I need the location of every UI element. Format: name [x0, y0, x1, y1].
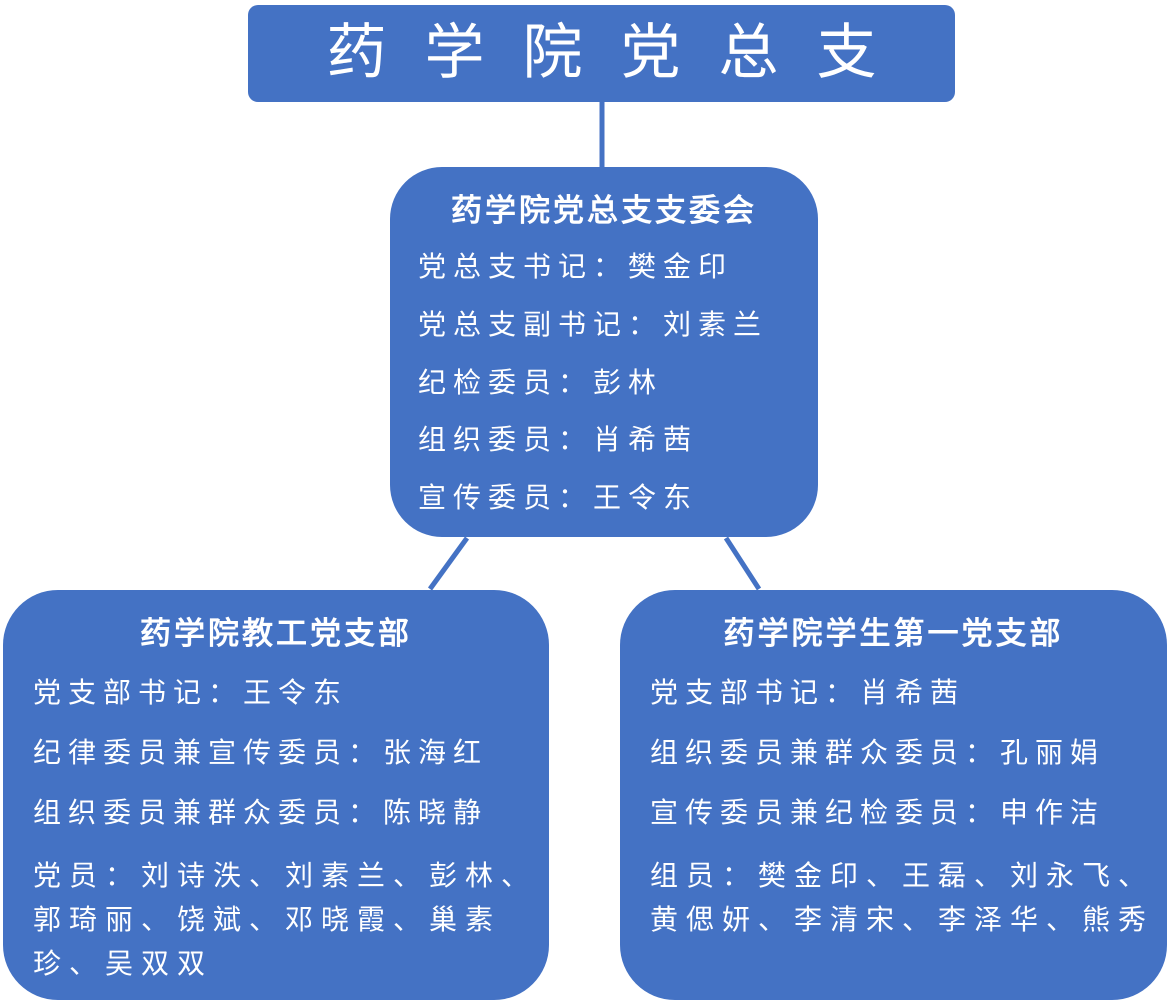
faculty-branch-members: 党员：刘诗泆、刘素兰、彭林、郭琦丽、饶斌、邓晓霞、巢素珍、吴双双: [33, 859, 538, 980]
committee-line: 党总支书记：樊金印: [418, 250, 734, 283]
faculty-branch-node: 药学院教工党支部 党支部书记：王令东 纪律委员兼宣传委员：张海红 组织委员兼群众…: [3, 590, 549, 1000]
faculty-branch-line: 纪律委员兼宣传委员：张海红: [33, 736, 489, 769]
student-branch-line: 党支部书记：肖希茜: [650, 676, 966, 709]
committee-line: 纪检委员：彭林: [418, 366, 664, 399]
root-title: 药学院党总支: [326, 18, 915, 88]
student-branch-line: 宣传委员兼纪检委员：申作洁: [650, 796, 1106, 829]
student-branch-node: 药学院学生第一党支部 党支部书记：肖希茜 组织委员兼群众委员：孔丽娟 宣传委员兼…: [620, 590, 1167, 1000]
faculty-branch-line: 党支部书记：王令东: [33, 676, 349, 709]
connector-committee-faculty: [427, 536, 470, 591]
student-branch-line: 组织委员兼群众委员：孔丽娟: [650, 736, 1106, 769]
student-branch-members: 组员：樊金印、王磊、刘永飞、黄偲妍、李清宋、李泽华、熊秀: [650, 859, 1155, 936]
committee-line: 宣传委员：王令东: [418, 481, 699, 514]
committee-heading: 药学院党总支支委会: [451, 193, 757, 229]
faculty-branch-line: 组织委员兼群众委员：陈晓静: [33, 796, 489, 829]
committee-line: 党总支副书记：刘素兰: [418, 308, 769, 341]
committee-line: 组织委员：肖希茜: [418, 423, 699, 456]
root-node: 药学院党总支: [248, 5, 955, 102]
faculty-branch-heading: 药学院教工党支部: [140, 616, 412, 652]
student-branch-heading: 药学院学生第一党支部: [723, 616, 1064, 652]
committee-node: 药学院党总支支委会 党总支书记：樊金印 党总支副书记：刘素兰 纪检委员：彭林 组…: [390, 167, 818, 537]
connector-committee-student: [723, 536, 762, 591]
